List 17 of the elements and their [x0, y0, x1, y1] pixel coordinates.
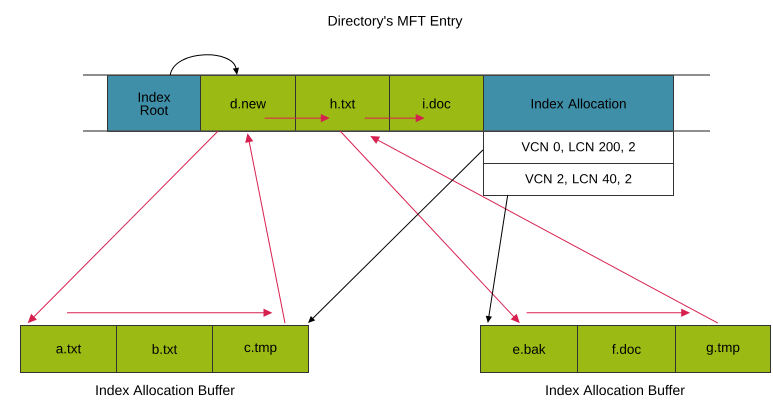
- run-list-cell: VCN 0, LCN 200, 2: [483, 131, 674, 164]
- buffer-label: Index Allocation Buffer: [96, 384, 235, 396]
- entry-cell: d.new: [200, 75, 296, 132]
- index-allocation-cell: Index Allocation: [483, 75, 674, 132]
- entry-cell: g.tmp: [675, 325, 771, 373]
- entry-cell: a.txt: [20, 325, 117, 373]
- arrow: [170, 54, 239, 76]
- entry-cell: c.tmp: [212, 325, 309, 373]
- index-root-cell: Index Root: [107, 75, 201, 132]
- entry-cell: e.bak: [480, 325, 578, 373]
- buffer-label: Index Allocation Buffer: [546, 384, 685, 396]
- title: Directory's MFT Entry: [328, 15, 462, 29]
- entry-cell: i.doc: [389, 75, 484, 132]
- entry-cell: b.txt: [116, 325, 213, 373]
- entry-cell: f.doc: [577, 325, 676, 373]
- entry-cell: h.txt: [295, 75, 390, 132]
- run-list-cell: VCN 2, LCN 40, 2: [483, 163, 674, 196]
